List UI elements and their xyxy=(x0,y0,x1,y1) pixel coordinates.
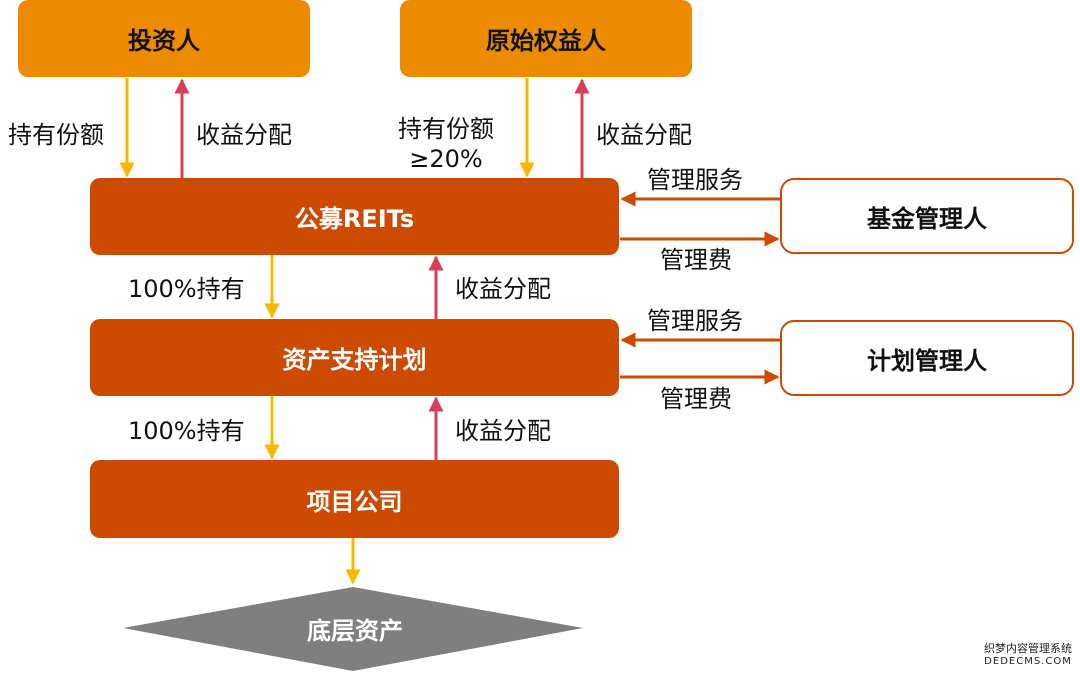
investor-dist-label: 收益分配 xyxy=(196,121,292,149)
public-reits-label: 公募REITs xyxy=(294,205,415,233)
project-company-node: 项目公司 xyxy=(90,460,619,538)
asset-support-plan-node: 资产支持计划 xyxy=(90,319,619,396)
owner-hold-line1: 持有份额 xyxy=(398,115,494,143)
investor-label: 投资人 xyxy=(128,27,200,55)
plan-manager-label: 计划管理人 xyxy=(867,346,987,375)
plan-service-label: 管理服务 xyxy=(647,307,743,335)
original-owner-label: 原始权益人 xyxy=(486,27,606,55)
fund-manager-label: 基金管理人 xyxy=(867,204,987,233)
owner-dist-label: 收益分配 xyxy=(596,121,692,149)
original-owner-node: 原始权益人 xyxy=(400,0,692,77)
fund-service-label: 管理服务 xyxy=(647,166,743,194)
investor-node: 投资人 xyxy=(18,0,310,77)
owner-hold-line2: ≥20% xyxy=(409,145,483,173)
reits-hold-label: 100%持有 xyxy=(128,275,245,303)
reits-dist-label: 收益分配 xyxy=(455,275,551,303)
public-reits-node: 公募REITs xyxy=(90,178,619,255)
plan-fee-label: 管理费 xyxy=(660,385,732,413)
asset-support-plan-label: 资产支持计划 xyxy=(282,346,427,374)
owner-hold-label: 持有份额 ≥20% xyxy=(390,114,502,174)
watermark: 织梦内容管理系统 DEDECMS.COM xyxy=(984,642,1072,668)
project-company-label: 项目公司 xyxy=(306,487,403,516)
plan-manager-node: 计划管理人 xyxy=(780,320,1074,396)
fund-manager-node: 基金管理人 xyxy=(780,178,1074,254)
fund-fee-label: 管理费 xyxy=(660,246,732,274)
underlying-asset-shape xyxy=(123,587,583,671)
investor-hold-label: 持有份额 xyxy=(8,121,104,149)
watermark-line2: DEDECMS.COM xyxy=(984,656,1072,667)
underlying-asset-label: 底层资产 xyxy=(307,616,403,645)
watermark-line1: 织梦内容管理系统 xyxy=(984,642,1072,655)
plan-hold-label: 100%持有 xyxy=(128,417,245,445)
plan-dist-label: 收益分配 xyxy=(455,417,551,445)
